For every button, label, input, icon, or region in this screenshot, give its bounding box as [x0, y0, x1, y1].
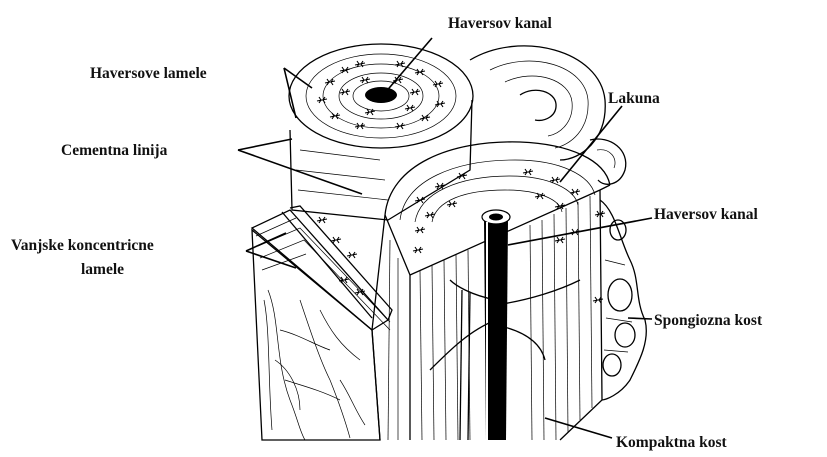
lacuna-mark — [317, 217, 327, 223]
lacuna-mark — [413, 247, 423, 253]
leader-lakuna — [560, 106, 622, 182]
label-kompaktna-kost: Kompaktna kost — [616, 434, 728, 451]
lacuna-mark — [317, 97, 327, 103]
labels: Haversov kanal Haversove lamele Lakuna C… — [11, 15, 763, 451]
lacuna-mark — [555, 237, 565, 243]
spongy-bone — [600, 200, 646, 400]
lacuna-mark — [340, 89, 350, 95]
outer-concentric-lamellae — [252, 206, 392, 330]
label-vanjske-line2: lamele — [81, 261, 124, 278]
label-haversov-kanal-right: Haversov kanal — [654, 206, 758, 223]
leader-spongiozna — [628, 318, 652, 319]
lacuna-mark — [535, 193, 545, 199]
lacuna-mark — [395, 123, 405, 129]
lacuna-mark — [355, 123, 365, 129]
label-lakuna: Lakuna — [608, 90, 660, 107]
lacuna-mark — [347, 252, 357, 258]
label-vanjske-line1: Vanjske koncentricne — [11, 237, 154, 254]
label-haversov-kanal-top: Haversov kanal — [448, 15, 552, 32]
neighbour-osteon — [470, 46, 626, 184]
lacuna-mark — [340, 67, 350, 73]
bone-illustration — [252, 44, 646, 440]
lacuna-mark — [447, 201, 457, 207]
leader-cementna-linija-2 — [238, 139, 292, 150]
lacuna-mark — [405, 105, 415, 111]
label-cementna-linija: Cementna linija — [61, 142, 168, 159]
label-haversove-lamele: Haversove lamele — [90, 65, 207, 82]
lacuna-mark — [410, 89, 420, 95]
lacuna-mark — [457, 173, 467, 179]
leader-cementna-linija-1 — [238, 150, 362, 194]
lacuna-mark — [433, 81, 443, 87]
lacuna-mark — [360, 77, 370, 83]
lacuna-mark — [523, 169, 533, 175]
lacuna-mark — [415, 227, 425, 233]
lacuna-mark — [420, 115, 430, 121]
label-spongiozna-kost: Spongiozna kost — [654, 312, 763, 329]
outer-lamellae-block — [252, 230, 380, 440]
left-block-vessels — [264, 290, 365, 440]
top-osteon — [289, 44, 473, 220]
leader-kompaktna — [545, 418, 612, 438]
lacuna-mark — [325, 79, 335, 85]
top-haversian-canal — [365, 87, 397, 103]
main-osteon — [372, 142, 610, 440]
